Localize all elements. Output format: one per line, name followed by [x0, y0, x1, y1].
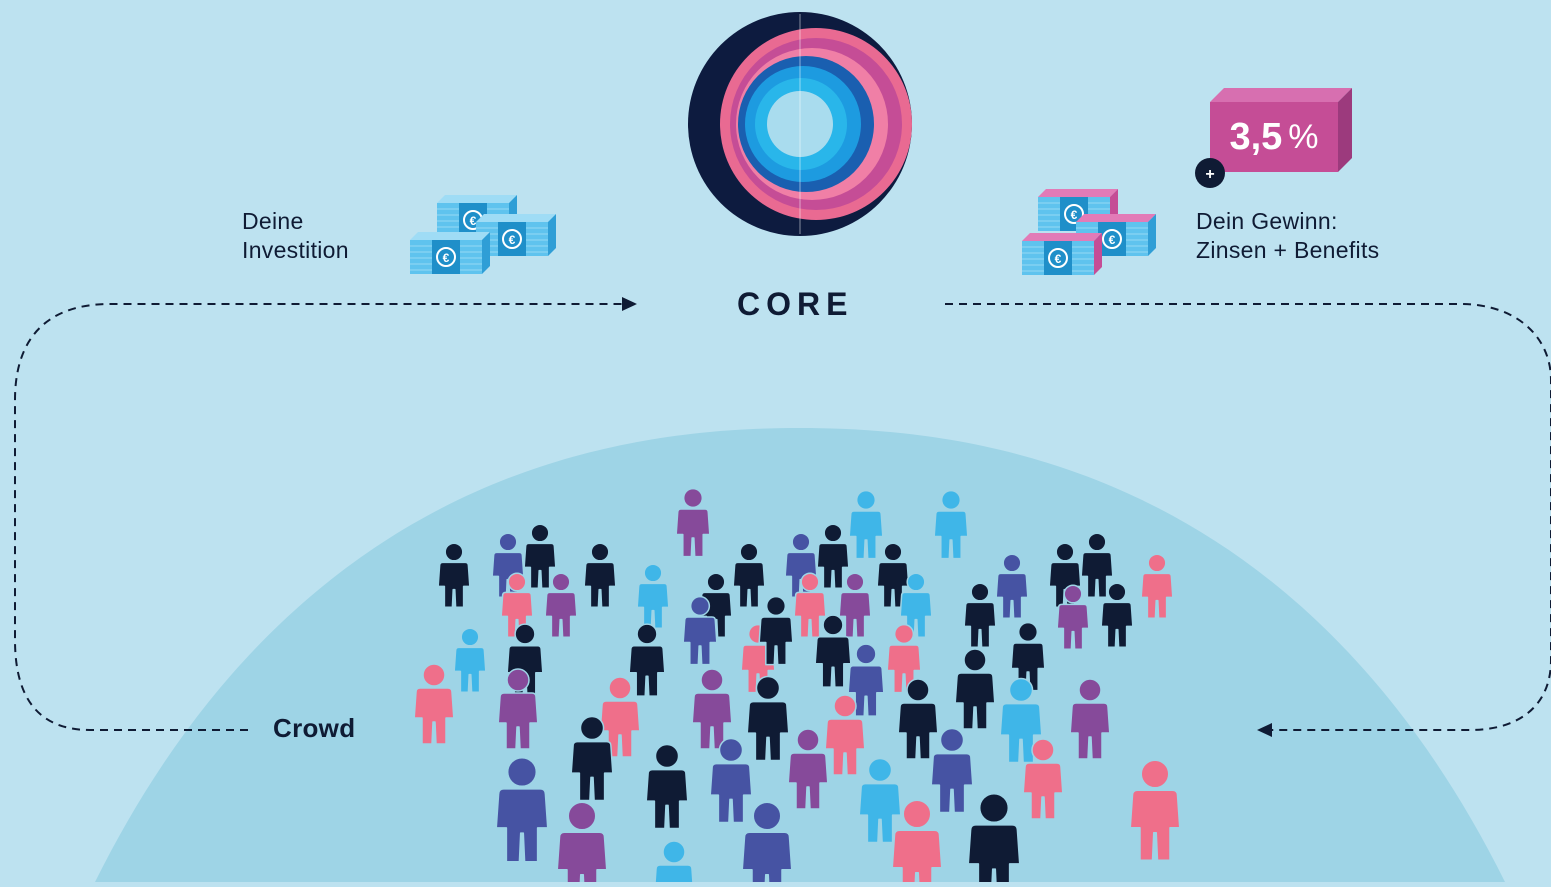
crowd-people	[413, 487, 1181, 887]
plus-icon: +	[1205, 166, 1214, 183]
person-icon	[858, 757, 902, 844]
person-icon	[824, 694, 866, 776]
person-icon	[453, 627, 487, 693]
person-icon	[816, 523, 850, 589]
euro-icon: €	[443, 251, 450, 265]
person-icon	[999, 677, 1043, 764]
person-icon	[437, 542, 471, 608]
person-icon	[675, 487, 711, 558]
investment-label: Deine Investition	[242, 207, 349, 265]
money-stack-icon: € € €	[410, 195, 556, 274]
person-icon	[897, 678, 939, 760]
person-icon	[933, 489, 969, 560]
person-icon	[758, 595, 794, 666]
crowd-label: Crowd	[273, 713, 356, 743]
person-icon	[497, 668, 539, 750]
person-icon	[732, 542, 766, 608]
person-icon	[1140, 553, 1174, 619]
person-icon	[787, 728, 829, 810]
person-icon	[583, 542, 617, 608]
banknote-stack: €	[1022, 233, 1102, 275]
gain-label: Dein Gewinn: Zinsen + Benefits	[1196, 207, 1379, 265]
person-icon	[1080, 532, 1114, 598]
interest-rate-value: 3,5	[1229, 115, 1283, 158]
person-icon	[691, 668, 733, 750]
person-icon	[995, 553, 1029, 619]
person-icon	[1069, 678, 1111, 760]
person-icon	[967, 792, 1021, 887]
person-icon	[963, 582, 997, 648]
person-icon	[1100, 582, 1134, 648]
person-icon	[544, 572, 578, 638]
person-icon	[847, 643, 885, 717]
interest-box-icon: +	[1195, 88, 1352, 188]
gain-label-line1: Dein Gewinn:	[1196, 208, 1338, 234]
person-icon	[838, 572, 872, 638]
person-icon	[1022, 738, 1064, 820]
person-icon	[628, 623, 666, 697]
flow-line-return	[945, 303, 1551, 731]
person-icon	[495, 756, 549, 863]
person-icon	[1056, 584, 1090, 650]
gain-label-line2: Zinsen + Benefits	[1196, 237, 1380, 263]
person-icon	[636, 563, 670, 629]
euro-icon: €	[509, 233, 516, 247]
person-icon	[1129, 759, 1181, 861]
person-icon	[523, 523, 557, 589]
flow-arrow-to-core	[622, 297, 637, 311]
euro-icon: €	[470, 214, 477, 228]
flow-arrow-to-crowd	[1257, 723, 1272, 737]
person-icon	[741, 801, 793, 887]
person-icon	[746, 675, 790, 762]
interest-rate-unit: %	[1288, 117, 1319, 156]
crowd-dome	[95, 428, 1505, 882]
investment-label-line2: Investition	[242, 237, 349, 263]
person-icon	[682, 595, 718, 666]
person-icon	[645, 743, 689, 830]
person-icon	[570, 715, 614, 802]
person-icon	[709, 737, 753, 824]
person-icon	[556, 801, 608, 887]
person-icon	[848, 489, 884, 560]
person-icon	[793, 572, 827, 638]
core-brand-name: CORE	[737, 286, 854, 322]
person-icon	[413, 663, 455, 745]
euro-icon: €	[1071, 208, 1078, 222]
person-icon	[814, 614, 852, 688]
person-icon	[891, 799, 943, 887]
banknote-stack: €	[1076, 214, 1156, 256]
person-icon	[954, 648, 996, 730]
investment-label-line1: Deine	[242, 208, 304, 234]
euro-icon: €	[1055, 252, 1062, 266]
euro-icon: €	[1109, 233, 1116, 247]
person-icon	[930, 727, 974, 814]
core-logo-icon	[688, 12, 912, 236]
interest-rate-badge: 3,5%	[1210, 102, 1338, 172]
money-stack-icon: € € €	[1022, 189, 1156, 275]
banknote-stack: €	[410, 232, 490, 274]
